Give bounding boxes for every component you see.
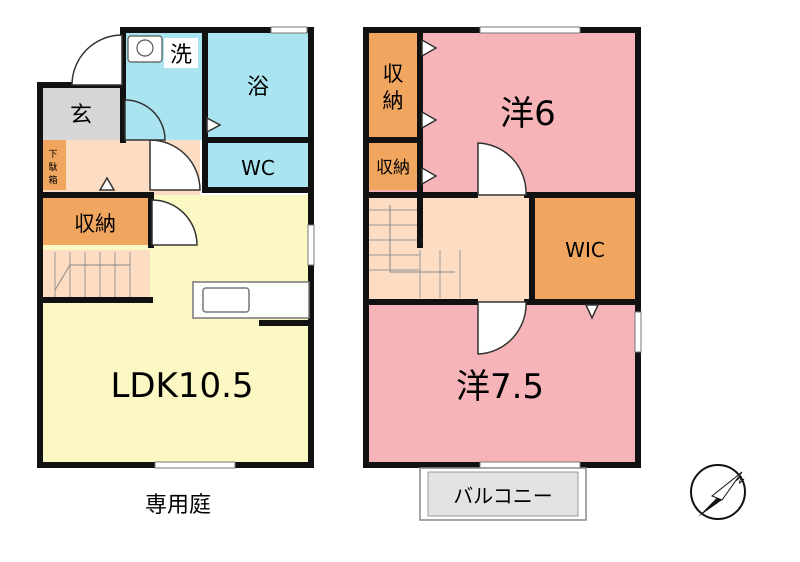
wc-room: [205, 140, 311, 190]
floor-1-windows: [154, 26, 315, 469]
washbasin-bowl: [136, 39, 154, 57]
storage-2f-a: [366, 30, 420, 137]
compass-north-label: N: [733, 475, 745, 487]
storage-2f-b: [366, 140, 420, 190]
stairs-2f-treads: [368, 205, 461, 298]
storage-2f-a-label-2: 納: [383, 89, 404, 113]
getabako-label-1: 下: [48, 150, 57, 160]
floor-2-doors: [421, 38, 600, 355]
floor-1: 玄 下 駄 箱 洗 浴 WC 収納 LDK10.5 専用庭: [37, 26, 315, 518]
floor-1-walls: [37, 27, 314, 468]
bath-label: 浴: [247, 75, 269, 100]
wc-label: WC: [241, 156, 275, 180]
storage-room-1f: [40, 195, 151, 245]
stairs-1f: [40, 250, 150, 300]
genkan-label: 玄: [70, 103, 92, 128]
garden-label: 専用庭: [145, 493, 211, 518]
getabako-label-3: 箱: [48, 174, 57, 186]
storage-1f-label: 収納: [74, 212, 116, 236]
bath-room: [205, 30, 311, 140]
stairs-1f-treads: [54, 252, 131, 298]
compass: N: [690, 464, 746, 520]
senmen-label: 洗: [170, 43, 192, 68]
room75-label: 洋7.5: [456, 367, 544, 407]
floor-1-doors: [71, 34, 222, 246]
compass-needle-light: [711, 471, 743, 501]
wic-room: [532, 195, 638, 302]
getabako-cabinet: [40, 140, 66, 190]
floor-2: 収 納 収納 洋6 WIC 洋7.5 バルコニー: [363, 26, 642, 521]
getabako-label-2: 駄: [48, 161, 57, 173]
balcony-inner: [427, 471, 579, 517]
hallway-2f: [366, 195, 532, 302]
storage-2f-b-label: 収納: [376, 158, 410, 178]
wic-label: WIC: [565, 238, 605, 262]
genkan-room: [40, 85, 123, 140]
room6-label: 洋6: [500, 94, 556, 134]
senmen-label-bg: [164, 38, 198, 68]
ldk-label: LDK10.5: [110, 366, 253, 406]
balcony-label: バルコニー: [453, 484, 553, 508]
kitchen-sink: [202, 287, 250, 313]
floor-2-windows: [479, 26, 642, 469]
storage-2f-a-label-1: 収: [383, 62, 404, 86]
